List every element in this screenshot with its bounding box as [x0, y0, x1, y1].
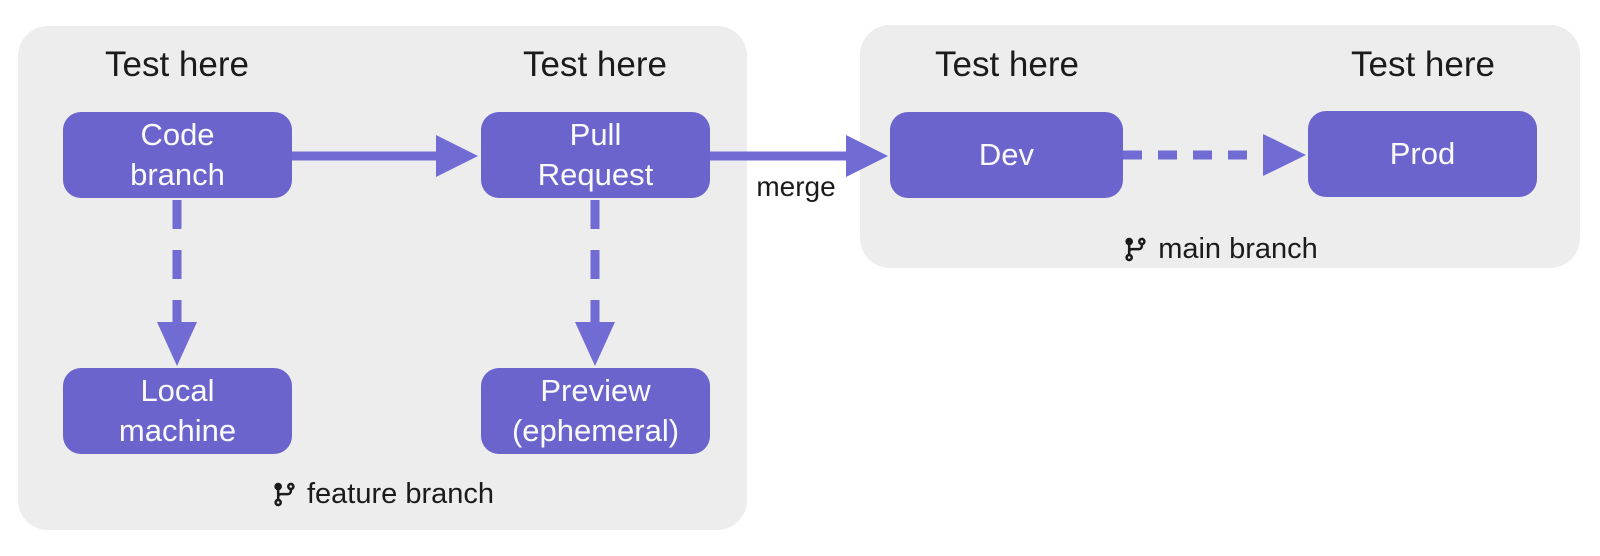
feature-branch-label: feature branch	[18, 474, 747, 514]
merge-edge-label: merge	[756, 171, 836, 202]
node-pull-request: Pull Request	[481, 112, 710, 198]
main-branch-label: main branch	[860, 229, 1580, 269]
test-here-label-prod: Test here	[1351, 45, 1495, 84]
git-branch-icon	[274, 482, 295, 506]
test-here-label-dev: Test here	[935, 45, 1079, 84]
node-code-branch: Code branch	[63, 112, 292, 198]
node-prod: Prod	[1308, 111, 1537, 197]
feature-branch-label-text: feature branch	[306, 477, 494, 510]
git-branch-icon	[1125, 237, 1146, 261]
feature-branch-group	[18, 26, 747, 530]
test-here-label-pull-request: Test here	[523, 45, 667, 84]
node-local-machine: Local machine	[63, 368, 292, 454]
node-preview-ephemeral: Preview (ephemeral)	[481, 368, 710, 454]
node-dev: Dev	[890, 112, 1123, 198]
main-branch-label-text: main branch	[1158, 232, 1318, 265]
test-here-label-code-branch: Test here	[105, 45, 249, 84]
